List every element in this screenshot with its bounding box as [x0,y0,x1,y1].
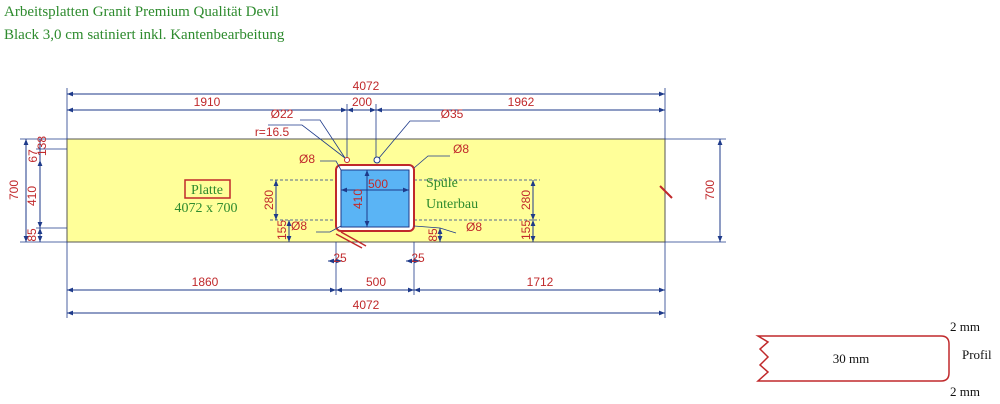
dim-bottom-mid: 500 [366,275,386,289]
dim-bottom-left: 1860 [192,275,219,289]
hole-35-label: Ø35 [441,107,464,121]
edge-break-mark [659,185,673,199]
hole-22-mark [344,157,350,163]
dim-cut-left-280: 280 [262,190,276,210]
plate-label: Platte [191,183,223,198]
leader-lines [268,119,457,234]
dim-top-right: 1962 [508,95,535,109]
dim-left-138: 138 [35,136,49,156]
sink-hatch-2 [340,231,367,247]
sink-width-label: 500 [368,177,388,191]
hole-35-mark [373,156,381,164]
sink-label-2: Unterbau [426,197,478,212]
profile-label: Profil [962,347,992,362]
dim-cut-right-85: 85 [426,228,440,242]
dim-cut-left-155: 155 [275,220,289,240]
dim-cut-right-280: 280 [519,190,533,210]
plate-size: 4072 x 700 [175,201,238,216]
dim-bottom-total: 4072 [353,298,380,312]
dim-top-left: 1910 [194,95,221,109]
sink-hatch-1 [335,233,363,249]
hole-8-label-a: Ø8 [299,152,315,166]
dim-left-total: 700 [7,180,21,200]
radius-label: r=16.5 [255,125,290,139]
dim-gap-left: 25 [333,251,347,265]
dim-gap-right: 25 [411,251,425,265]
dim-left-410: 410 [25,186,39,206]
dim-left-67: 67 [26,149,40,163]
dim-left-85: 85 [25,228,39,242]
sink-height-label: 410 [351,189,365,209]
profile-bottom-edge: 2 mm [950,384,980,399]
profile-top-edge: 2 mm [950,319,980,334]
dim-cut-right-155: 155 [519,220,533,240]
hole-8-label-b: Ø8 [453,142,469,156]
plate-label-box [184,179,231,199]
dim-top-mid: 200 [352,95,372,109]
title-line-1: Arbeitsplatten Granit Premium Qualität D… [4,4,279,20]
dim-right-total: 700 [703,180,717,200]
profile-outline [755,335,950,382]
profile-thickness: 30 mm [833,351,869,366]
hole-22-label: Ø22 [271,107,294,121]
hole-8-label-d: Ø8 [466,220,482,234]
hole-8-label-c: Ø8 [291,219,307,233]
dim-bottom-right: 1712 [527,275,554,289]
title-line-2: Black 3,0 cm satiniert inkl. Kantenbearb… [4,27,285,43]
dim-top-total: 4072 [353,79,380,93]
sink-label-1: Spüle [426,176,458,191]
sink-cutout [340,169,410,228]
